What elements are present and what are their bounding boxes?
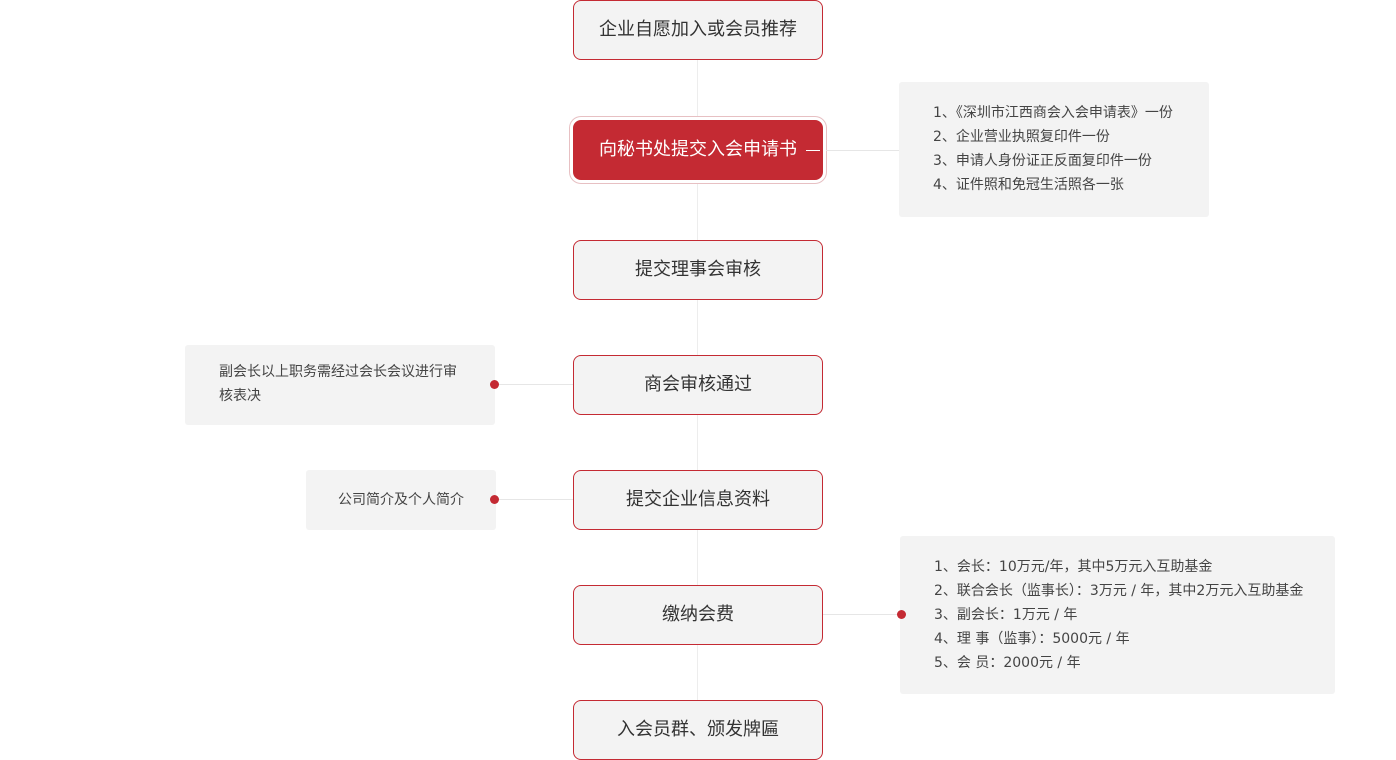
step-submit-company-info: 提交企业信息资料 (573, 470, 823, 530)
step-submit-application: 向秘书处提交入会申请书 (573, 120, 823, 180)
note-item: 1、《深圳市江西商会入会申请表》一份 (933, 105, 1173, 121)
note-item: 5、会 员：2000元 / 年 (934, 655, 1081, 671)
note-item: 4、证件照和免冠生活照各一张 (933, 177, 1124, 193)
step-join-or-referral: 企业自愿加入或会员推荐 (573, 0, 823, 60)
note-item: 3、申请人身份证正反面复印件一份 (933, 153, 1152, 169)
connector-dot (490, 495, 499, 504)
note-item: 1、会长：10万元/年，其中5万元入互助基金 (934, 559, 1213, 575)
connector-application-note (826, 150, 900, 151)
connector-dot (490, 380, 499, 389)
active-step-tick (806, 150, 820, 151)
connector-dot (897, 610, 906, 619)
note-item: 4、理 事（监事）：5000元 / 年 (934, 631, 1130, 647)
note-item: 3、副会长：1万元 / 年 (934, 607, 1078, 623)
step-chamber-approval: 商会审核通过 (573, 355, 823, 415)
note-application-requirements: 1、《深圳市江西商会入会申请表》一份 2、企业营业执照复印件一份 3、申请人身份… (899, 82, 1209, 217)
step-pay-fees: 缴纳会费 (573, 585, 823, 645)
note-membership-fees: 1、会长：10万元/年，其中5万元入互助基金 2、联合会长（监事长）：3万元 /… (900, 536, 1335, 694)
note-item: 公司简介及个人简介 (338, 492, 464, 508)
step-join-group-plaque: 入会员群、颁发牌匾 (573, 700, 823, 760)
connector-fees-note (823, 614, 901, 615)
connector-info-note (498, 499, 573, 500)
note-item: 副会长以上职务需经过会长会议进行审核表决 (219, 364, 457, 404)
note-item: 2、企业营业执照复印件一份 (933, 129, 1110, 145)
step-council-review: 提交理事会审核 (573, 240, 823, 300)
connector-approval-note (498, 384, 573, 385)
note-approval-requirement: 副会长以上职务需经过会长会议进行审核表决 (185, 345, 495, 425)
note-item: 2、联合会长（监事长）：3万元 / 年，其中2万元入互助基金 (934, 583, 1304, 599)
note-company-info: 公司简介及个人简介 (306, 470, 496, 530)
